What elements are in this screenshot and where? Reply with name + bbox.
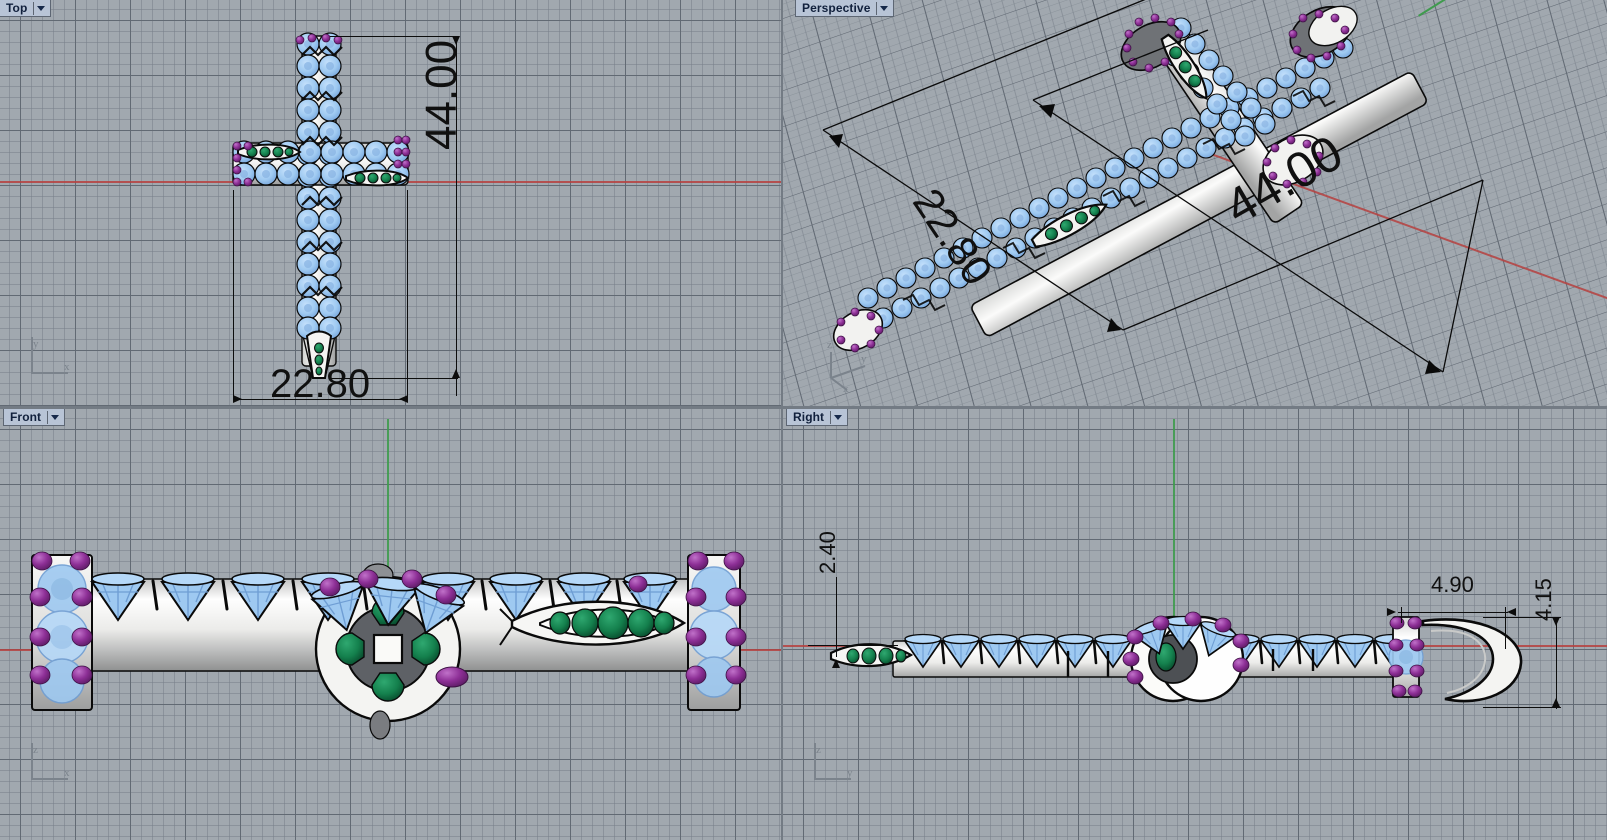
- model-cross-top-view: [0, 0, 781, 406]
- grid-minor: [0, 409, 781, 840]
- svg-text:y: y: [847, 767, 853, 779]
- dim-44-witness-top: [330, 36, 458, 37]
- grid-major: [783, 409, 1607, 840]
- dim-415-witness-bottom: [1483, 707, 1561, 708]
- grid-major: [0, 0, 781, 406]
- divider: [830, 410, 832, 424]
- dim-490-line: [1398, 612, 1508, 613]
- divider: [876, 1, 878, 15]
- chevron-down-icon[interactable]: [51, 414, 60, 420]
- dim-2280-arrow-right: [399, 395, 408, 403]
- viewport-title-perspective[interactable]: Perspective: [795, 0, 895, 17]
- dim-490-ext-left: [1401, 607, 1402, 623]
- dimension-240-label: 2.40: [815, 531, 840, 574]
- dim-44-arrow-bottom: [452, 369, 460, 378]
- grid-minor: [783, 409, 1607, 840]
- viewport-right-canvas[interactable]: 2.40 4.90 4.15 z y: [783, 409, 1607, 840]
- dim-415-arrow-bottom: [1552, 698, 1560, 707]
- axis-gizmo-front: z x: [26, 739, 76, 787]
- dim-415-line: [1556, 617, 1557, 709]
- divider: [33, 1, 35, 15]
- viewport-top-canvas[interactable]: 44.00 22.80 y x: [0, 0, 781, 406]
- viewport-right[interactable]: 2.40 4.90 4.15 z y Ri: [783, 409, 1607, 840]
- dim-490-arrow-right: [1507, 608, 1516, 616]
- dimension-415-label: 4.15: [1531, 578, 1556, 621]
- axis-gizmo-right: z y: [809, 739, 859, 787]
- dimension-44-label: 44.00: [417, 39, 466, 150]
- dim-490-arrow-left: [1387, 608, 1396, 616]
- dim-2280-arrow-left: [233, 395, 242, 403]
- dim-240-arrow: [832, 659, 840, 668]
- viewport-perspective[interactable]: 22.80 44.00 z y x Perspective: [783, 0, 1607, 406]
- divider: [47, 410, 49, 424]
- viewport-front-canvas[interactable]: z x: [0, 409, 781, 840]
- viewport-front[interactable]: z x Front: [0, 409, 781, 840]
- svg-text:x: x: [64, 361, 70, 373]
- viewport-top[interactable]: 44.00 22.80 y x Top: [0, 0, 781, 406]
- axis-line-x: [0, 181, 781, 183]
- grid-minor: [0, 0, 781, 406]
- dim-490-ext-right: [1505, 607, 1506, 649]
- viewport-label-perspective: Perspective: [802, 1, 871, 15]
- axis-line-y: [1173, 419, 1175, 645]
- axis-gizmo-top: y x: [26, 333, 76, 381]
- viewport-label-front: Front: [10, 410, 42, 424]
- svg-text:x: x: [64, 767, 70, 779]
- dimension-490-label: 4.90: [1431, 572, 1474, 597]
- viewport-splitter-vertical[interactable]: [781, 0, 783, 840]
- dim-2280-ext-right: [407, 190, 408, 402]
- axis-line-y: [387, 419, 389, 649]
- chevron-down-icon[interactable]: [37, 5, 46, 11]
- model-cross-front-view: [0, 409, 781, 840]
- axis-line-x: [0, 649, 781, 651]
- viewport-perspective-canvas[interactable]: 22.80 44.00 z y x: [783, 0, 1607, 406]
- svg-text:z: z: [816, 744, 821, 756]
- viewport-splitter-horizontal[interactable]: [0, 406, 1607, 409]
- model-cross-right-view: [783, 409, 1607, 840]
- chevron-down-icon[interactable]: [834, 414, 843, 420]
- viewport-label-right: Right: [793, 410, 825, 424]
- dimension-2280-label: 22.80: [270, 362, 371, 406]
- svg-text:z: z: [33, 744, 38, 756]
- viewport-label-top: Top: [6, 1, 28, 15]
- viewport-title-right[interactable]: Right: [786, 409, 849, 426]
- viewport-title-front[interactable]: Front: [3, 409, 66, 426]
- viewport-title-top[interactable]: Top: [0, 0, 52, 17]
- svg-text:y: y: [33, 338, 39, 350]
- dim-2280-ext-left: [233, 190, 234, 402]
- dim-240-witness: [808, 645, 898, 646]
- axis-line-x: [783, 645, 1607, 647]
- grid-major: [0, 409, 781, 840]
- chevron-down-icon[interactable]: [880, 5, 889, 11]
